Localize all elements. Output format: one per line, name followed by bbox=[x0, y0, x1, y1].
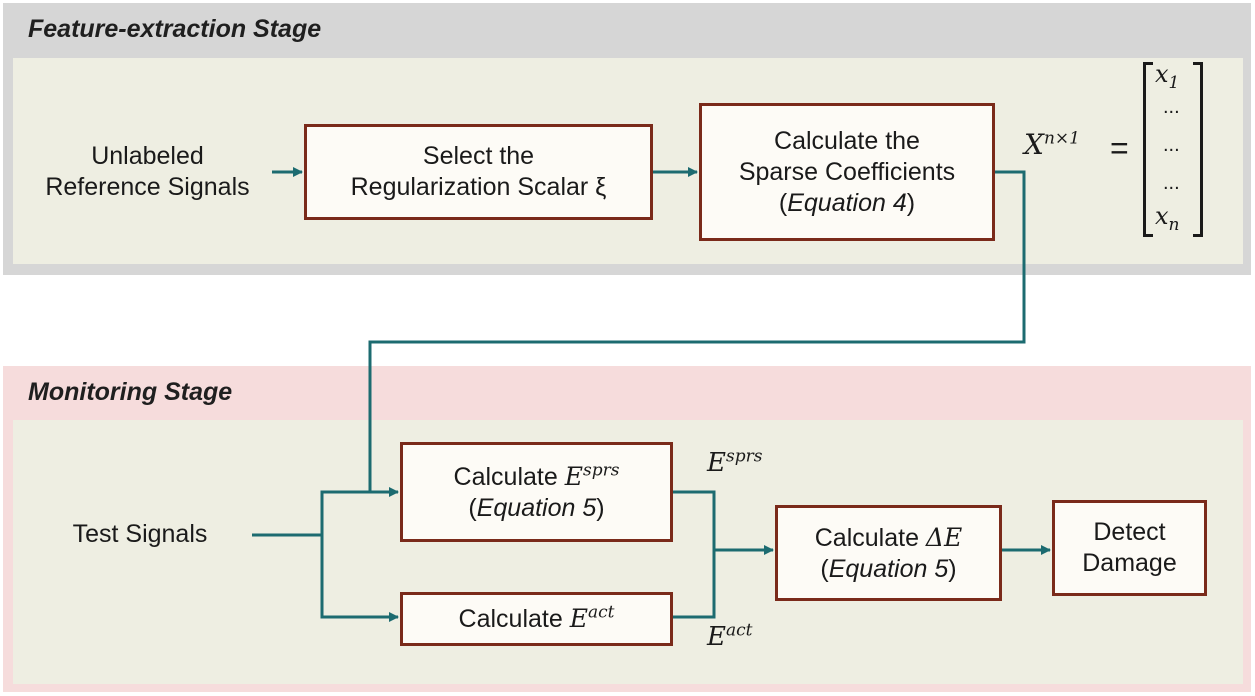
vector-last-entry: xn bbox=[1155, 202, 1180, 235]
detect-line-2: Damage bbox=[1082, 549, 1177, 577]
line-esprs-out bbox=[673, 490, 716, 550]
edge-label-eact: Eact bbox=[707, 620, 753, 652]
vector-matrix: x1 ... ... ... xn bbox=[1143, 60, 1203, 237]
calculate-esprs-box: Calculate Esprs (Equation 5) bbox=[400, 442, 673, 542]
arrow-split-to-esprs bbox=[320, 490, 370, 535]
detect-damage-box: Detect Damage bbox=[1052, 500, 1207, 596]
input-line-1: Unlabeled bbox=[91, 142, 204, 170]
delta-equation: (Equation 5) bbox=[820, 554, 957, 583]
calculate-delta-e-box: Calculate ΔE (Equation 5) bbox=[775, 505, 1002, 601]
detect-line-1: Detect bbox=[1093, 518, 1166, 546]
edge-label-esprs: Esprs bbox=[707, 446, 763, 478]
unlabeled-reference-signals: Unlabeled Reference Signals bbox=[20, 141, 275, 203]
feature-stage-title: Feature-extraction Stage bbox=[28, 15, 322, 43]
esprs-equation: (Equation 5) bbox=[468, 493, 605, 522]
esprs-line-1: Calculate Esprs bbox=[453, 460, 620, 491]
arrow-split-to-eact bbox=[320, 535, 399, 622]
select-line-1: Select the bbox=[422, 142, 535, 170]
vector-dots-3: ... bbox=[1163, 172, 1180, 194]
input-line-2: Reference Signals bbox=[45, 173, 250, 201]
monitoring-stage-title: Monitoring Stage bbox=[28, 378, 233, 406]
sparse-equation: (Equation 4) bbox=[778, 188, 916, 217]
calculate-eact-box: Calculate Eact bbox=[400, 592, 673, 646]
eact-line: Calculate Eact bbox=[458, 602, 615, 633]
vector-equals: = bbox=[1110, 130, 1129, 166]
vector-dots-2: ... bbox=[1163, 134, 1180, 156]
vector-first-entry: x1 bbox=[1155, 60, 1180, 93]
vector-dots-1: ... bbox=[1163, 96, 1180, 118]
select-regularization-box: Select the Regularization Scalar ξ bbox=[304, 124, 653, 220]
sparse-coefficients-box: Calculate the Sparse Coefficients (Equat… bbox=[699, 103, 995, 241]
vector-lhs: Xn×1 bbox=[1024, 128, 1080, 161]
line-eact-out bbox=[673, 550, 716, 619]
sparse-line-2: Sparse Coefficients bbox=[738, 157, 956, 186]
sparse-line-1: Calculate the bbox=[774, 126, 920, 155]
test-signals: Test Signals bbox=[72, 520, 208, 548]
delta-line-1: Calculate ΔE bbox=[814, 522, 963, 552]
select-line-2: Regularization Scalar ξ bbox=[350, 173, 607, 201]
arrow-sparse-to-esprs bbox=[368, 170, 1026, 497]
